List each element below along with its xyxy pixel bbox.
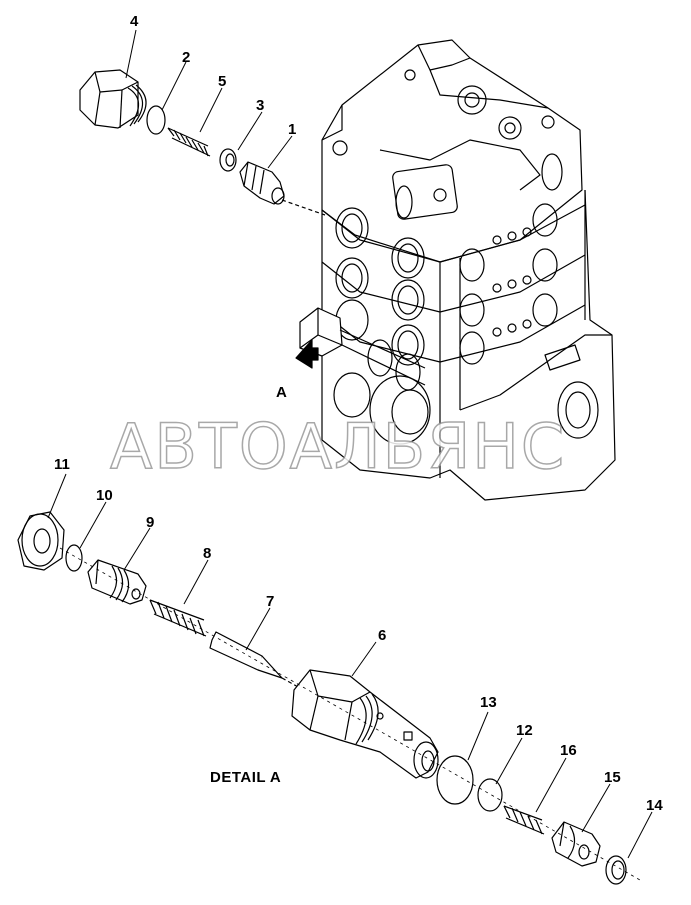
callout-6: 6: [378, 627, 387, 644]
part-9-plug: [87, 559, 147, 605]
part-13-o-ring: [436, 755, 474, 805]
part-10-o-ring: [65, 544, 83, 572]
part-6-sleeve: [291, 669, 439, 779]
view-arrow-a: [295, 339, 319, 369]
callout-16: 16: [560, 742, 577, 759]
part-3-washer: [219, 148, 237, 172]
callout-9: 9: [146, 514, 155, 531]
callout-13: 13: [480, 694, 497, 711]
callout-7: 7: [266, 593, 275, 610]
callout-5: 5: [218, 73, 227, 90]
callout-4: 4: [130, 13, 139, 30]
part-4-plug: [79, 69, 147, 129]
callout-8: 8: [203, 545, 212, 562]
part-8-spring: [149, 599, 207, 637]
callout-2: 2: [182, 49, 191, 66]
callout-3: 3: [256, 97, 265, 114]
leader-lines: [47, 29, 653, 859]
callout-1: 1: [288, 121, 297, 138]
part-7-pin: [209, 631, 283, 679]
part-1-poppet: [239, 161, 285, 205]
control-valve-block: [299, 39, 616, 501]
part-5-spring: [167, 127, 211, 157]
callout-11: 11: [54, 456, 70, 473]
callout-12: 12: [516, 722, 533, 739]
part-14-snap-ring: [605, 855, 627, 885]
part-11-nut: [17, 511, 65, 571]
callout-15: 15: [604, 769, 621, 786]
part-16-spring: [503, 805, 545, 835]
callout-14: 14: [646, 797, 663, 814]
part-12-o-ring: [477, 778, 503, 812]
part-2-o-ring: [146, 105, 166, 135]
part-15-poppet: [551, 821, 601, 867]
detail-a-label: DETAIL A: [210, 769, 282, 786]
watermark: АВТОАЛЬЯНС: [109, 409, 567, 484]
view-marker-a: A: [276, 384, 288, 401]
callout-10: 10: [96, 487, 113, 504]
